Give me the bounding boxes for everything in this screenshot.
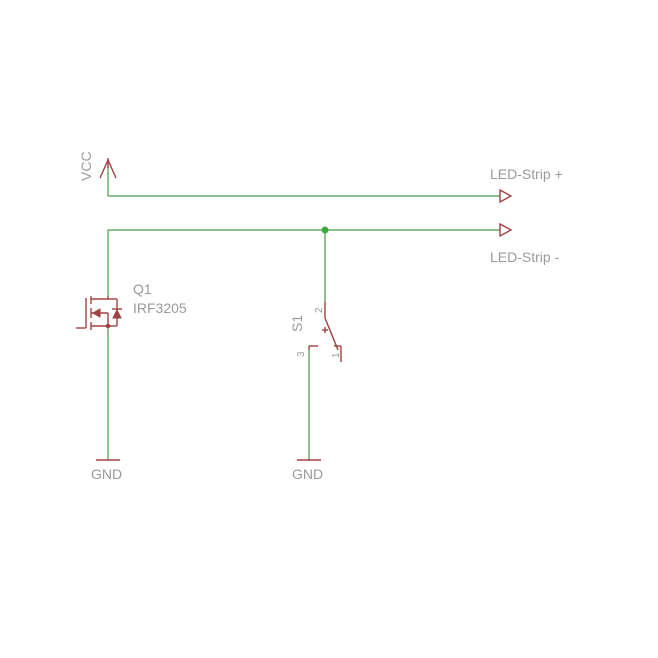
s1-pin-3-label: 3 bbox=[296, 351, 307, 357]
led-strip-minus-port bbox=[499, 222, 513, 238]
q1-reference-label: Q1 bbox=[133, 281, 152, 297]
led-strip-minus-label: LED-Strip - bbox=[490, 249, 560, 265]
mosfet-q1-symbol bbox=[76, 296, 122, 330]
switch-s1-symbol bbox=[308, 302, 342, 362]
s1-pin-1-label: 1 bbox=[331, 352, 342, 358]
q1-value-label: IRF3205 bbox=[133, 300, 187, 316]
junction-dot bbox=[321, 226, 329, 234]
wires bbox=[107, 166, 500, 460]
vcc-label: VCC bbox=[78, 151, 94, 181]
led-strip-plus-label: LED-Strip + bbox=[490, 166, 563, 182]
vcc-symbol bbox=[99, 158, 117, 179]
s1-reference-label: S1 bbox=[289, 315, 305, 332]
gnd-right-label: GND bbox=[292, 466, 323, 482]
s1-pin-2-label: 2 bbox=[314, 307, 325, 313]
led-strip-plus-port bbox=[499, 188, 513, 204]
gnd-left-label: GND bbox=[91, 466, 122, 482]
